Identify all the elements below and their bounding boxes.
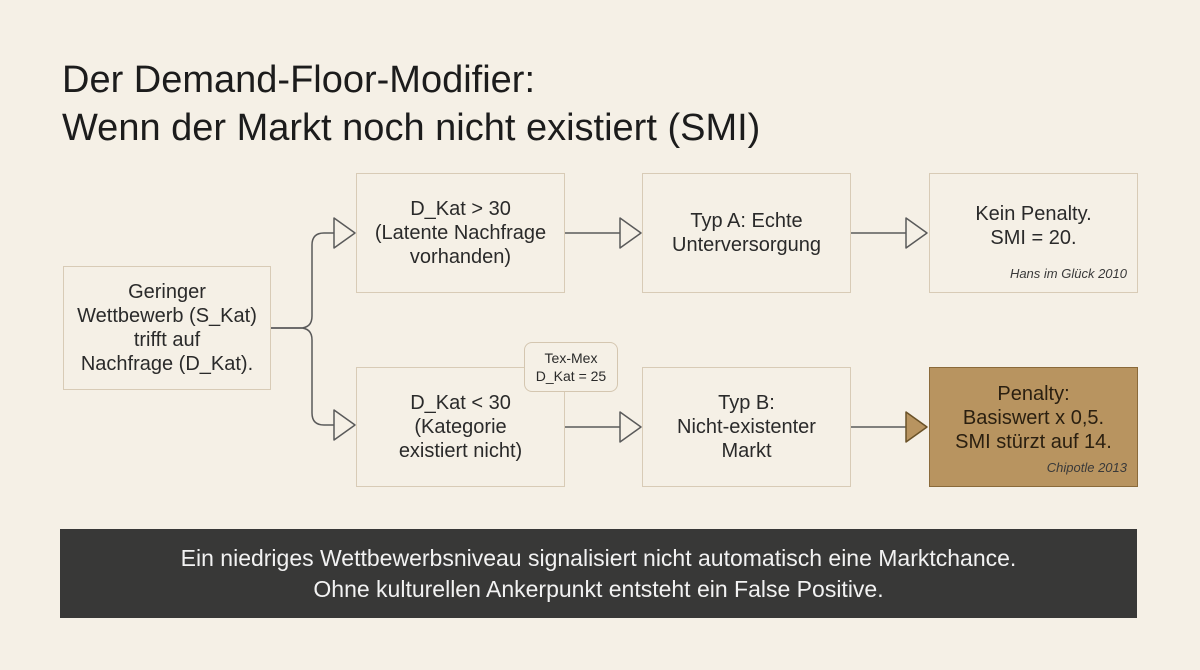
- conclusion-banner: Ein niedriges Wettbewerbsniveau signalis…: [60, 529, 1137, 618]
- example-badge: Tex-Mex D_Kat = 25: [524, 342, 618, 392]
- arrowhead-type-a: [619, 217, 642, 249]
- type-a-line-1: Typ A: Echte: [690, 210, 803, 232]
- arrowhead-result-a: [905, 217, 928, 249]
- example-badge-line-1: Tex-Mex: [544, 350, 598, 366]
- condition-high-line-1: D_Kat > 30: [410, 198, 511, 220]
- type-b-node: Typ B: Nicht-existenter Markt: [642, 367, 851, 487]
- start-node-line-4: Nachfrage (D_Kat).: [80, 353, 254, 375]
- result-a-line-2: SMI = 20.: [990, 227, 1077, 249]
- example-badge-line-2: D_Kat = 25: [535, 368, 607, 384]
- conclusion-line-1: Ein niedriges Wettbewerbsniveau signalis…: [180, 544, 1017, 571]
- arrowhead-type-b: [619, 411, 642, 443]
- condition-low-line-2: (Kategorie: [414, 416, 507, 438]
- start-node-line-3: trifft auf: [133, 329, 201, 351]
- result-b-line-3: SMI stürzt auf 14.: [955, 431, 1112, 453]
- start-node-line-1: Geringer: [128, 281, 206, 303]
- type-b-line-3: Markt: [721, 440, 772, 462]
- result-b-penalty-node: Penalty: Basiswert x 0,5. SMI stürzt auf…: [929, 367, 1138, 487]
- start-node-line-2: Wettbewerb (S_Kat): [77, 305, 257, 327]
- condition-low-line-3: existiert nicht): [398, 440, 523, 462]
- condition-low-line-1: D_Kat < 30: [410, 392, 511, 414]
- page-title: Der Demand-Floor-Modifier: Wenn der Mark…: [62, 56, 760, 152]
- result-a-line-1: Kein Penalty.: [975, 203, 1092, 225]
- condition-high-line-2: (Latente Nachfrage: [374, 222, 547, 244]
- arrowhead-low: [333, 409, 356, 441]
- result-b-example: Chipotle 2013: [1046, 460, 1127, 475]
- title-line-1: Der Demand-Floor-Modifier:: [62, 59, 536, 101]
- result-b-line-2: Basiswert x 0,5.: [962, 407, 1105, 429]
- type-a-node: Typ A: Echte Unterversorgung: [642, 173, 851, 293]
- result-b-line-1: Penalty:: [997, 383, 1070, 405]
- result-a-example: Hans im Glück 2010: [1009, 266, 1127, 281]
- connector-start-to-low: [271, 327, 334, 426]
- start-node: Geringer Wettbewerb (S_Kat) trifft auf N…: [63, 266, 271, 390]
- arrowhead-high: [333, 217, 356, 249]
- result-a-node: Kein Penalty. SMI = 20. Hans im Glück 20…: [929, 173, 1138, 293]
- condition-high-node: D_Kat > 30 (Latente Nachfrage vorhanden): [356, 173, 565, 293]
- conclusion-line-2: Ohne kulturellen Ankerpunkt entsteht ein…: [313, 575, 884, 602]
- type-b-line-1: Typ B:: [718, 392, 775, 414]
- condition-high-line-3: vorhanden): [409, 246, 512, 268]
- type-b-line-2: Nicht-existenter: [677, 416, 816, 438]
- type-a-line-2: Unterversorgung: [672, 234, 821, 256]
- title-line-2: Wenn der Markt noch nicht existiert (SMI…: [62, 107, 761, 149]
- arrowhead-result-b: [905, 411, 928, 443]
- connector-start-to-high: [271, 232, 334, 329]
